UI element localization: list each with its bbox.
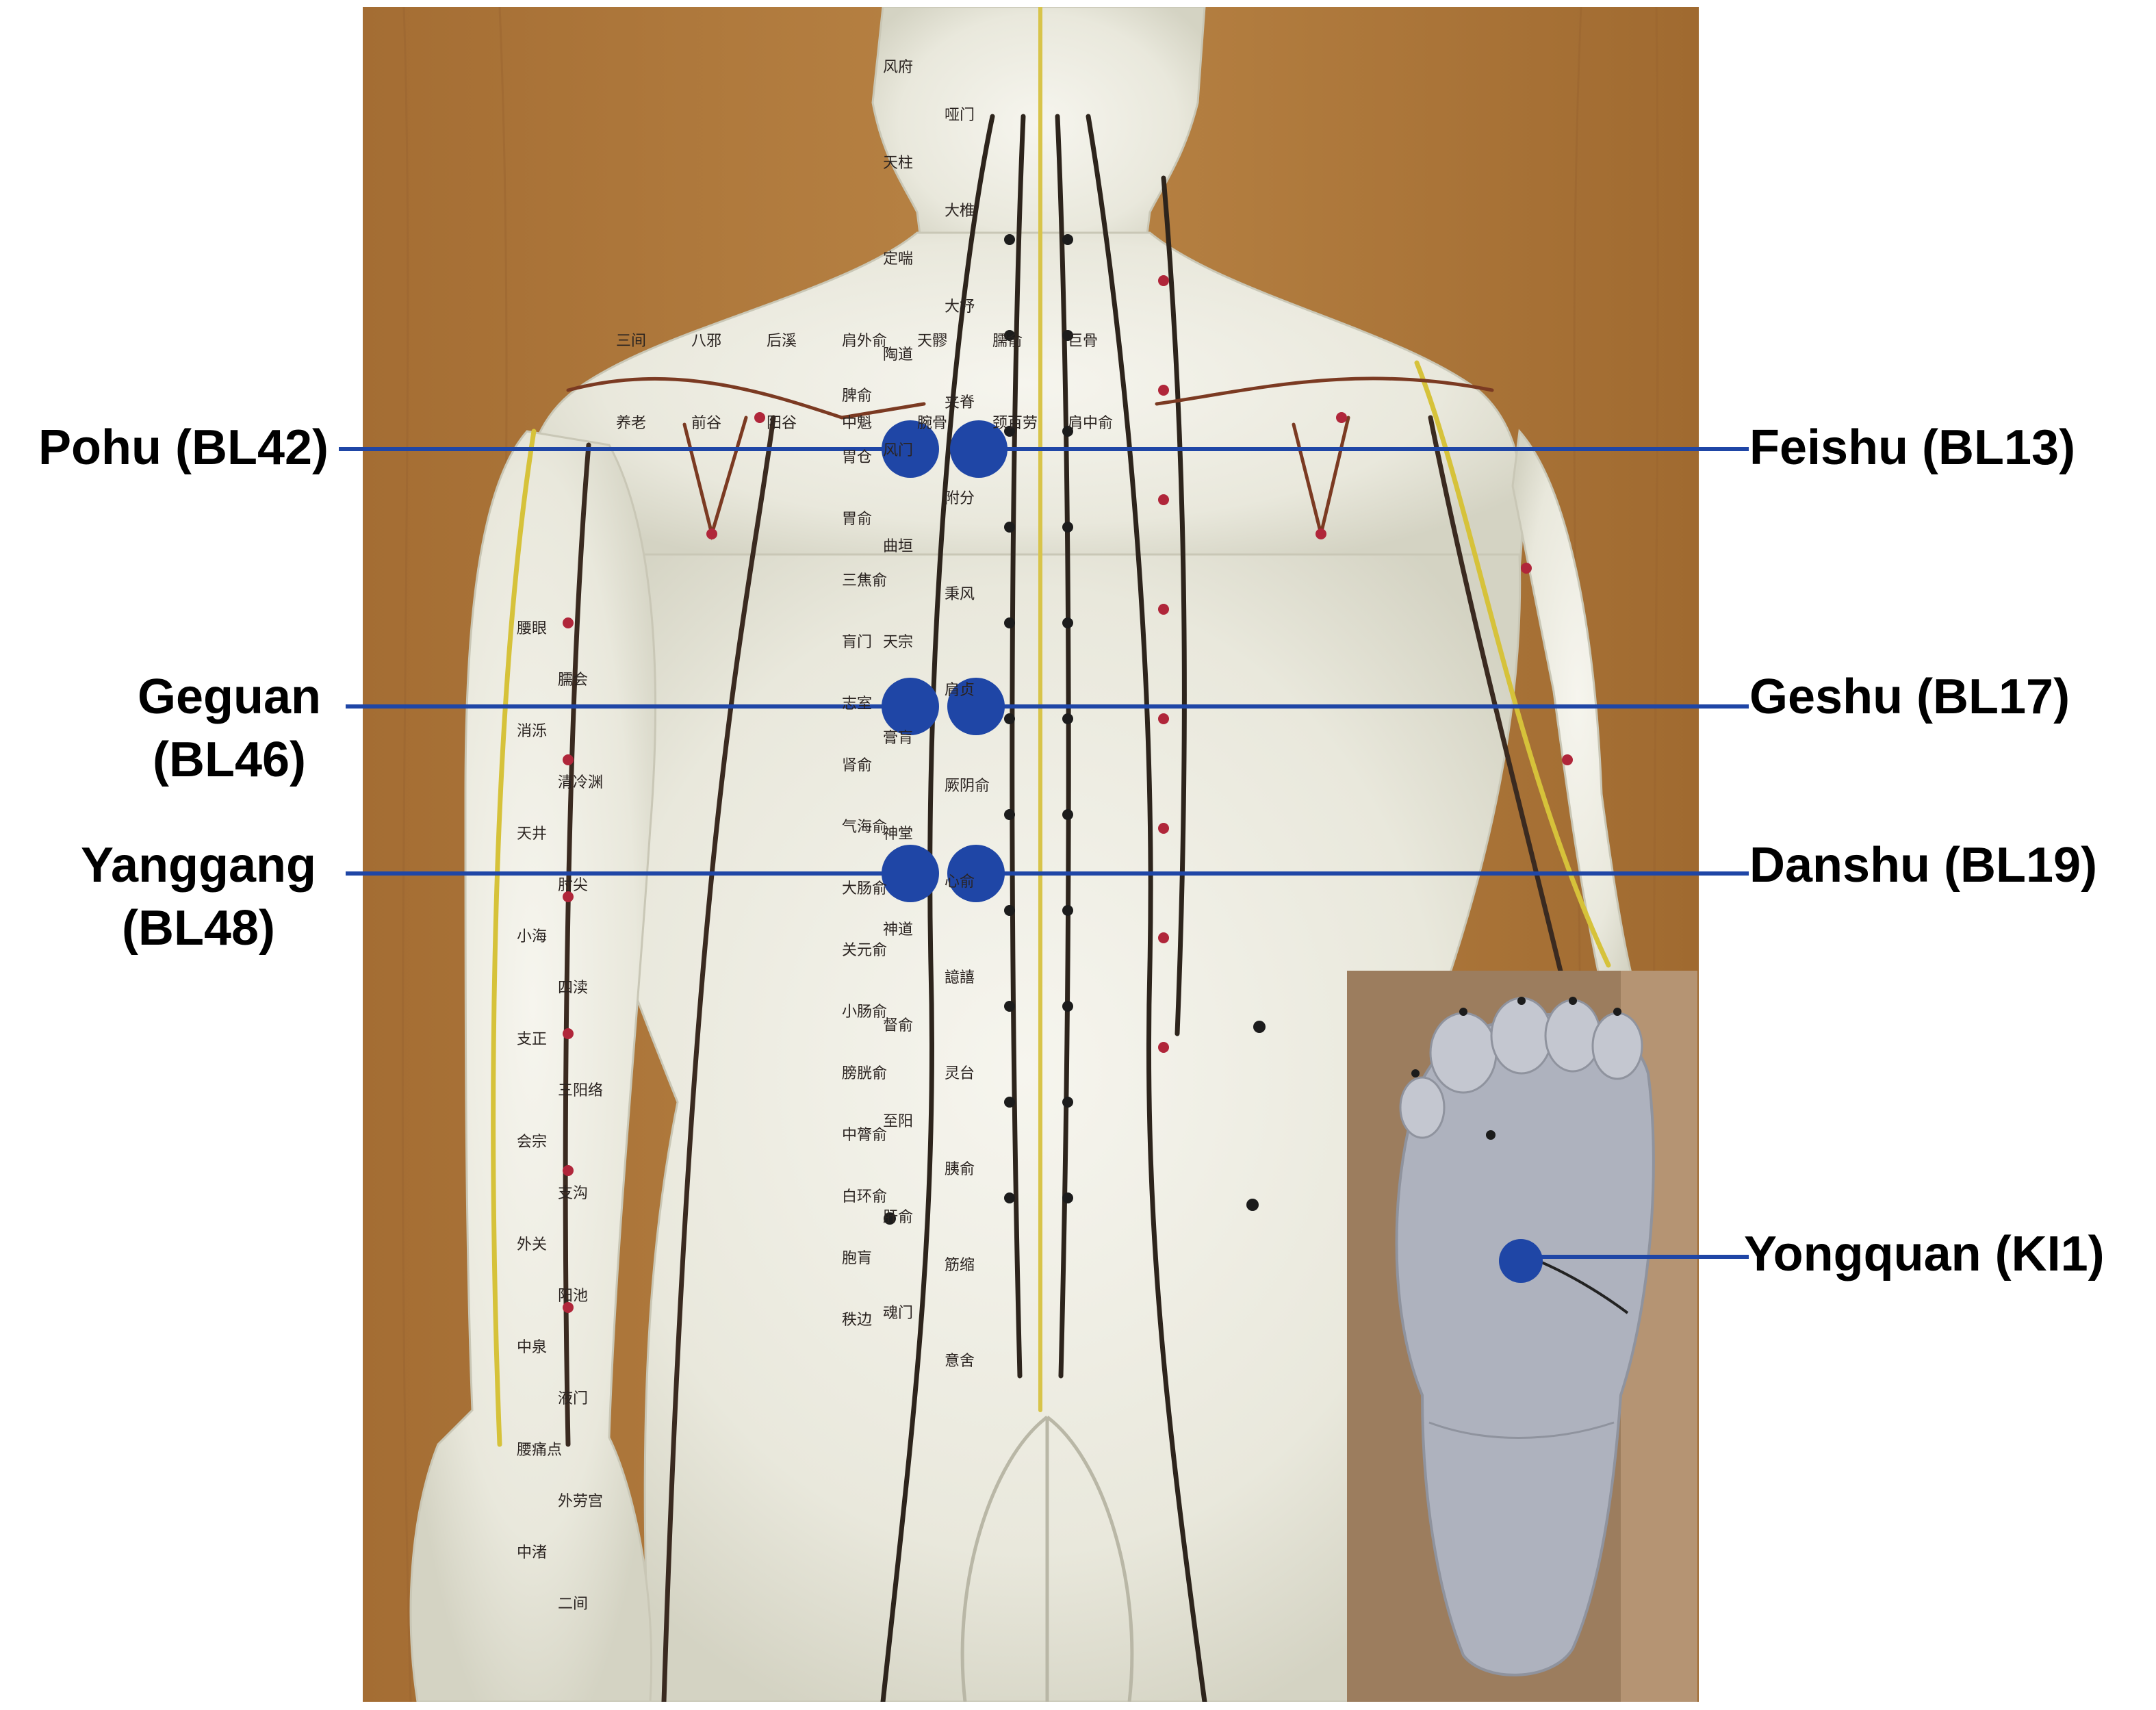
foot-heel-seam: [1428, 1421, 1615, 1439]
buttocks-shading: [960, 1416, 1134, 1702]
label-pohu: Pohu (BL42): [38, 420, 329, 475]
label-geshu: Geshu (BL17): [1749, 669, 2070, 724]
leader-lines: [339, 447, 1749, 1259]
foot-dots: [1411, 997, 1621, 1140]
label-feishu: Feishu (BL13): [1749, 420, 2076, 475]
marker-pohu: [882, 420, 939, 478]
marker-feishu: [950, 420, 1008, 478]
marker-yanggang: [882, 845, 939, 902]
label-yanggang: Yanggang (BL48): [80, 838, 317, 956]
marker-geguan: [882, 678, 939, 735]
foot-sole-inset-photo: [1347, 971, 1697, 1702]
model-body: [409, 7, 1645, 1702]
acupuncture-model-back-photo: [363, 7, 1699, 1702]
model-acupoint-dots: [563, 234, 1573, 1313]
marker-geshu: [947, 678, 1005, 735]
label-geguan: Geguan (BL46): [137, 669, 322, 787]
marker-yongquan: [1499, 1239, 1543, 1283]
foot-meridian-line: [1531, 1257, 1629, 1314]
label-danshu: Danshu (BL19): [1749, 838, 2098, 893]
marker-danshu: [947, 845, 1005, 902]
acupoint-markers: [882, 420, 1543, 1283]
label-yongquan: Yongquan (KI1): [1744, 1227, 2105, 1281]
